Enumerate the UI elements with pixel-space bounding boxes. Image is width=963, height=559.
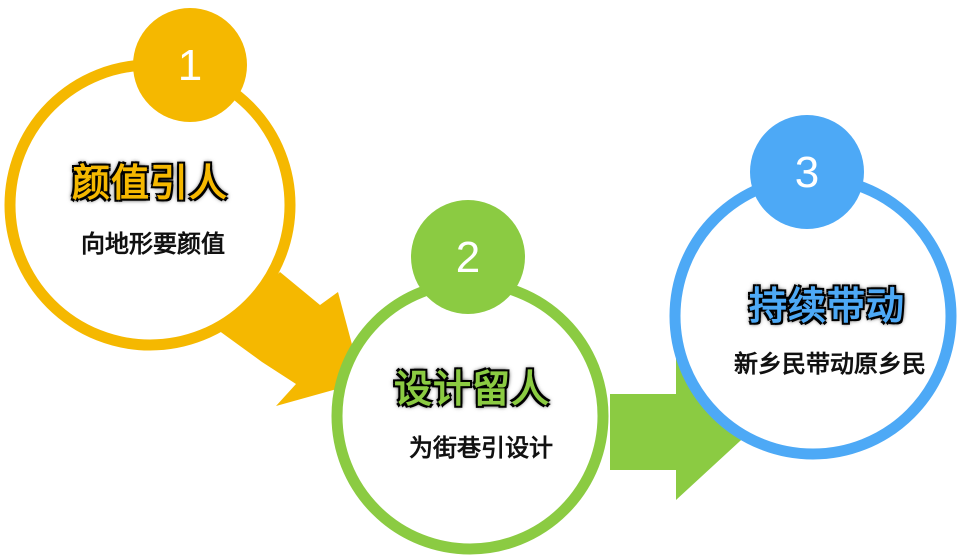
step-3-badge bbox=[750, 115, 864, 229]
step-3-subtitle: 新乡民带动原乡民 bbox=[734, 350, 926, 378]
step-1-badge bbox=[133, 8, 247, 122]
step-2-title: 设计留人 bbox=[393, 367, 551, 411]
step-3-number: 3 bbox=[794, 148, 820, 197]
step-1-number: 1 bbox=[177, 41, 203, 90]
step-2-badge bbox=[411, 200, 525, 314]
step-1-title: 颜值引人 bbox=[71, 161, 229, 205]
step-3-title: 持续带动 bbox=[748, 284, 906, 328]
step-1-subtitle: 向地形要颜值 bbox=[81, 230, 225, 258]
step-2-ring bbox=[331, 277, 609, 555]
step-2-subtitle: 为街巷引设计 bbox=[409, 434, 553, 462]
step-2-number: 2 bbox=[455, 233, 481, 282]
arrow-2-to-3 bbox=[610, 352, 752, 500]
